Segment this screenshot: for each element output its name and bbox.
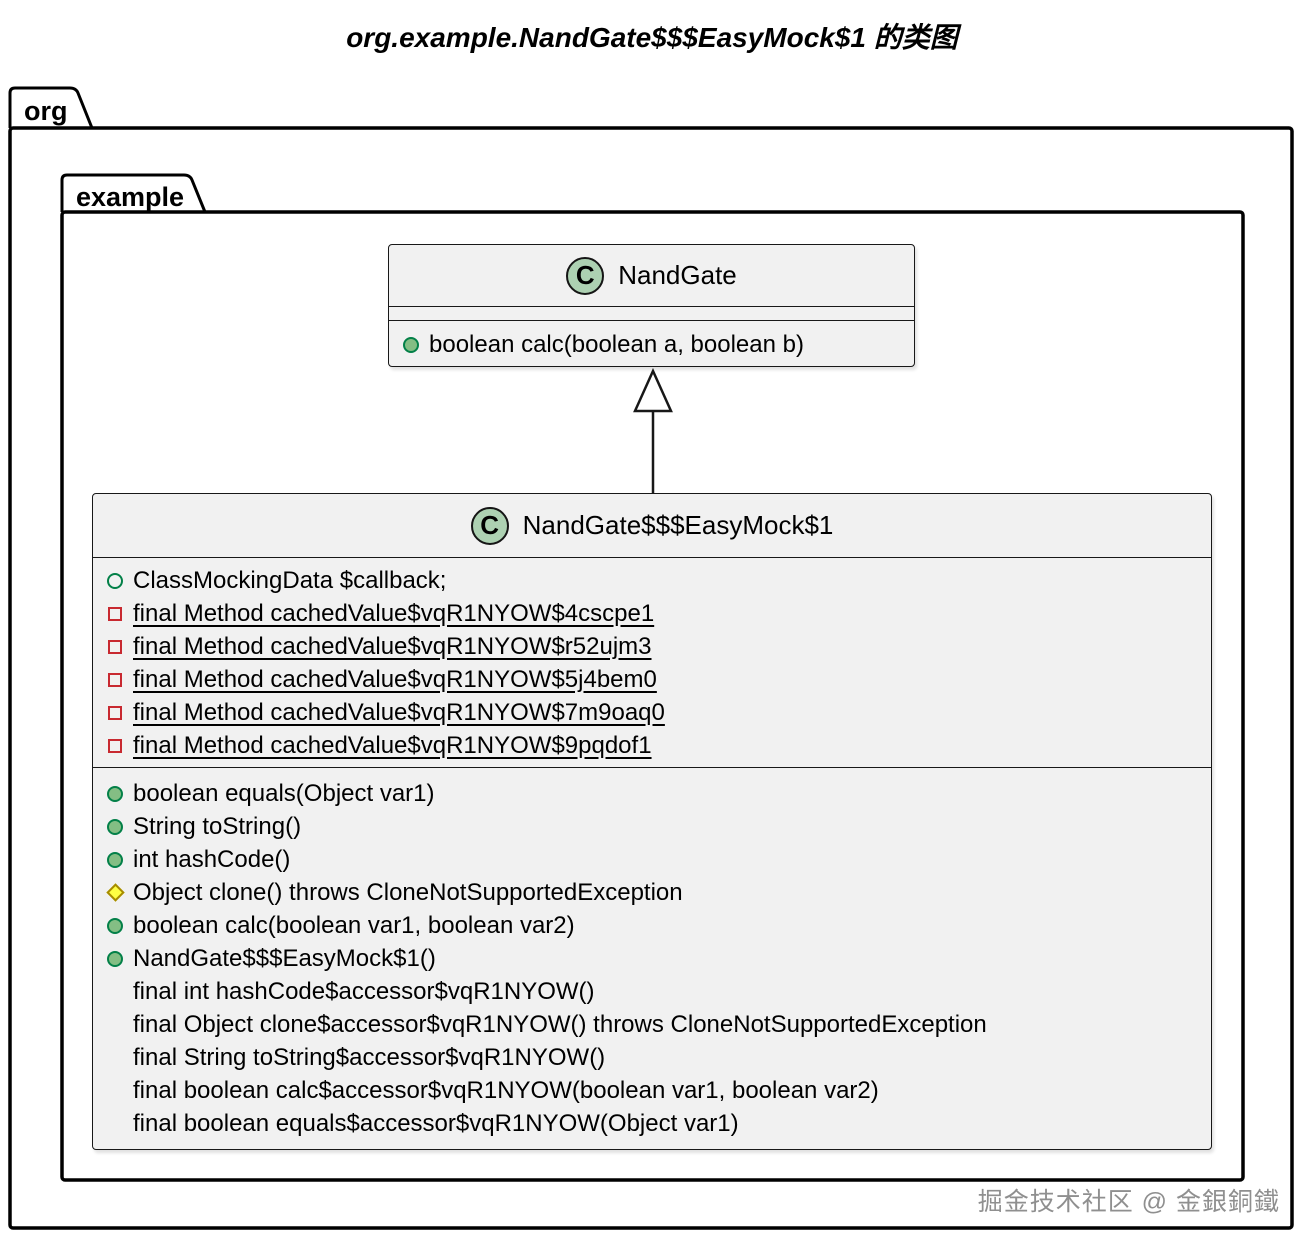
member-text: boolean calc(boolean var1, boolean var2) bbox=[133, 911, 575, 939]
member-row: final Method cachedValue$vqR1NYOW$4cscpe… bbox=[106, 597, 1201, 630]
member-row: String toString() bbox=[106, 810, 1201, 843]
member-text: final Object clone$accessor$vqR1NYOW() t… bbox=[133, 1010, 987, 1038]
member-text: String toString() bbox=[133, 812, 302, 840]
member-row: final Method cachedValue$vqR1NYOW$5j4bem… bbox=[106, 663, 1201, 696]
org-package-tab bbox=[8, 86, 94, 129]
watermark: 掘金技术社区 @ 金銀銅鐵 bbox=[977, 1188, 1280, 1216]
member-row: final Method cachedValue$vqR1NYOW$r52ujm… bbox=[106, 630, 1201, 663]
member-text: Object clone() throws CloneNotSupportedE… bbox=[133, 878, 683, 906]
member-text: final int hashCode$accessor$vqR1NYOW() bbox=[133, 977, 595, 1005]
class-badge-icon: C bbox=[566, 256, 605, 295]
member-text: NandGate$$$EasyMock$1() bbox=[133, 944, 436, 972]
member-row: final boolean calc$accessor$vqR1NYOW(boo… bbox=[106, 1074, 1201, 1107]
member-text: boolean equals(Object var1) bbox=[133, 779, 435, 807]
public-method-icon bbox=[106, 851, 124, 869]
member-row: int hashCode() bbox=[106, 843, 1201, 876]
member-text: final boolean equals$accessor$vqR1NYOW(O… bbox=[133, 1109, 739, 1137]
member-text: final boolean calc$accessor$vqR1NYOW(boo… bbox=[133, 1076, 879, 1104]
class-name: NandGate$$$EasyMock$1 bbox=[522, 510, 834, 540]
public-method-icon bbox=[106, 785, 124, 803]
member-row: Object clone() throws CloneNotSupportedE… bbox=[105, 876, 1201, 909]
private-field-icon bbox=[106, 704, 124, 722]
no-visibility-icon bbox=[106, 983, 124, 1001]
no-visibility-icon bbox=[106, 1049, 124, 1067]
member-text: final Method cachedValue$vqR1NYOW$5j4bem… bbox=[133, 665, 657, 693]
child-fields: ClassMockingData $callback; final Method … bbox=[93, 557, 1211, 767]
member-row: boolean calc(boolean var1, boolean var2) bbox=[106, 909, 1201, 942]
no-visibility-icon bbox=[106, 1016, 124, 1034]
parent-methods: boolean calc(boolean a, boolean b) bbox=[389, 320, 914, 366]
no-visibility-icon bbox=[106, 1082, 124, 1100]
private-field-icon bbox=[106, 671, 124, 689]
member-row: NandGate$$$EasyMock$1() bbox=[106, 942, 1201, 975]
example-package-body bbox=[60, 210, 1245, 1182]
org-package-body bbox=[8, 126, 1294, 1230]
class-box-nandgate: C NandGate boolean calc(boolean a, boole… bbox=[388, 244, 915, 367]
no-visibility-icon bbox=[106, 1115, 124, 1133]
example-package-tab bbox=[60, 173, 207, 213]
private-field-icon bbox=[106, 605, 124, 623]
public-method-icon bbox=[106, 818, 124, 836]
diagram-title: org.example.NandGate$$$EasyMock$1 的类图 bbox=[346, 22, 958, 53]
member-row: boolean equals(Object var1) bbox=[106, 777, 1201, 810]
member-row: final boolean equals$accessor$vqR1NYOW(O… bbox=[106, 1107, 1201, 1140]
public-method-icon bbox=[106, 950, 124, 968]
class-header: C NandGate bbox=[389, 245, 914, 306]
class-badge-icon: C bbox=[470, 506, 509, 545]
public-method-icon bbox=[402, 336, 420, 354]
package-label-org: org bbox=[24, 96, 68, 126]
empty-fields-section bbox=[389, 306, 914, 320]
member-text: final Method cachedValue$vqR1NYOW$7m9oaq… bbox=[133, 698, 665, 726]
child-methods: boolean equals(Object var1) String toStri… bbox=[93, 767, 1211, 1149]
private-field-icon bbox=[106, 638, 124, 656]
protected-method-icon bbox=[105, 883, 125, 902]
member-text: boolean calc(boolean a, boolean b) bbox=[429, 330, 804, 358]
member-text: final Method cachedValue$vqR1NYOW$9pqdof… bbox=[133, 731, 652, 759]
member-text: ClassMockingData $callback; bbox=[133, 566, 447, 594]
member-text: int hashCode() bbox=[133, 845, 291, 873]
member-row: final Method cachedValue$vqR1NYOW$7m9oaq… bbox=[106, 696, 1201, 729]
package-label-example: example bbox=[76, 182, 185, 212]
member-row: final int hashCode$accessor$vqR1NYOW() bbox=[106, 975, 1201, 1008]
member-row: final Object clone$accessor$vqR1NYOW() t… bbox=[106, 1008, 1201, 1041]
private-field-icon bbox=[106, 737, 124, 755]
member-row: boolean calc(boolean a, boolean b) bbox=[402, 328, 904, 361]
class-header: C NandGate$$$EasyMock$1 bbox=[93, 494, 1211, 557]
member-text: final Method cachedValue$vqR1NYOW$4cscpe… bbox=[133, 599, 655, 627]
member-row: final Method cachedValue$vqR1NYOW$9pqdof… bbox=[106, 729, 1201, 762]
member-text: final String toString$accessor$vqR1NYOW(… bbox=[133, 1043, 606, 1071]
package-field-icon bbox=[106, 572, 124, 590]
member-row: ClassMockingData $callback; bbox=[106, 564, 1201, 597]
class-name: NandGate bbox=[618, 260, 737, 290]
member-row: final String toString$accessor$vqR1NYOW(… bbox=[106, 1041, 1201, 1074]
class-box-easymock: C NandGate$$$EasyMock$1 ClassMockingData… bbox=[92, 493, 1212, 1150]
public-method-icon bbox=[106, 917, 124, 935]
member-text: final Method cachedValue$vqR1NYOW$r52ujm… bbox=[133, 632, 652, 660]
inheritance-triangle-icon bbox=[633, 367, 673, 413]
